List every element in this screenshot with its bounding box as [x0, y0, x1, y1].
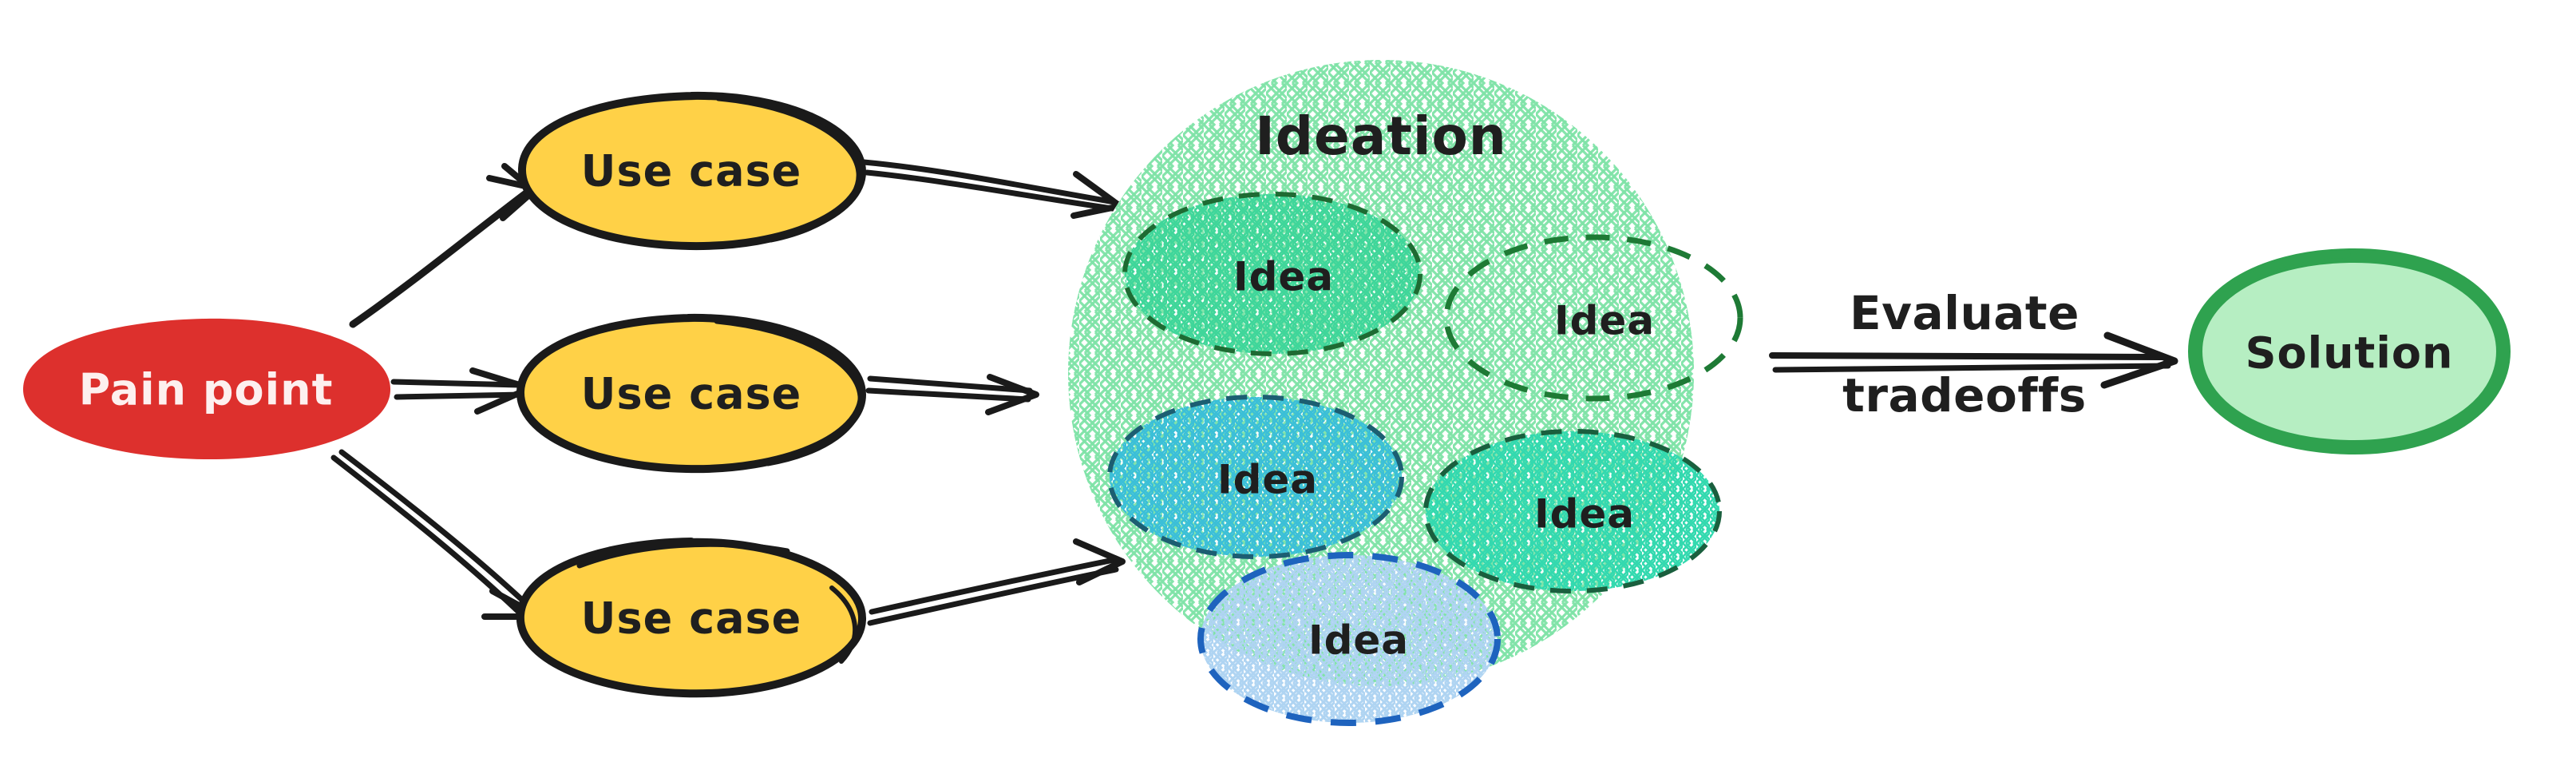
edge-label-evaluate-tradeoffs: Evaluate tradeoffs: [1842, 286, 2087, 423]
node-use-case-1[interactable]: Use case: [517, 91, 866, 251]
edge-usecase-1-to-ideation: [861, 159, 1123, 219]
solution-shape: [2188, 248, 2511, 455]
idea-1-label: Idea: [1233, 254, 1334, 300]
idea-4-label: Idea: [1534, 491, 1635, 538]
idea-ellipse-4[interactable]: Idea: [1423, 429, 1722, 593]
edge-usecase-3-to-ideation: [867, 538, 1126, 626]
node-pain-point[interactable]: Pain point: [22, 318, 391, 460]
use-case-3-fill: [522, 542, 861, 693]
idea-2-label: Idea: [1554, 298, 1655, 344]
node-use-case-3[interactable]: Use case: [516, 538, 867, 698]
idea-ellipse-1[interactable]: Idea: [1122, 192, 1423, 356]
edge-ideation-to-solution: [1769, 331, 2178, 389]
edge-pain-to-usecase-2: [390, 367, 533, 415]
pain-point-shape: [22, 318, 391, 460]
idea-3-label: Idea: [1217, 457, 1318, 503]
edge-pain-to-usecase-3: [330, 449, 543, 623]
idea-ellipse-5[interactable]: Idea: [1197, 552, 1501, 726]
edge-pain-to-usecase-1: [349, 163, 540, 328]
idea-2-shape: [1443, 234, 1743, 402]
tradeoffs-label: tradeoffs: [1842, 368, 2087, 423]
node-solution[interactable]: Solution: [2188, 248, 2511, 455]
idea-ellipse-3[interactable]: Idea: [1107, 395, 1404, 559]
solution-label: Solution: [2246, 328, 2454, 379]
use-case-2-fill: [522, 318, 861, 468]
use-case-1-fill: [522, 95, 861, 245]
idea-3-shape: [1107, 395, 1404, 559]
evaluate-label: Evaluate: [1850, 286, 2079, 340]
edge-usecase-2-to-ideation: [865, 374, 1039, 415]
idea-1-shape: [1122, 192, 1423, 356]
idea-5-label: Idea: [1308, 617, 1409, 664]
use-case-1-label: Use case: [581, 146, 802, 196]
use-case-3-label: Use case: [581, 593, 802, 644]
idea-4-shape: [1423, 429, 1722, 593]
use-case-2-label: Use case: [581, 369, 802, 419]
ideation-label: Ideation: [1255, 105, 1507, 167]
pain-point-label: Pain point: [79, 365, 334, 415]
node-use-case-2[interactable]: Use case: [516, 313, 866, 474]
idea-5-shape: [1197, 552, 1501, 726]
idea-ellipse-2[interactable]: Idea: [1443, 234, 1743, 402]
